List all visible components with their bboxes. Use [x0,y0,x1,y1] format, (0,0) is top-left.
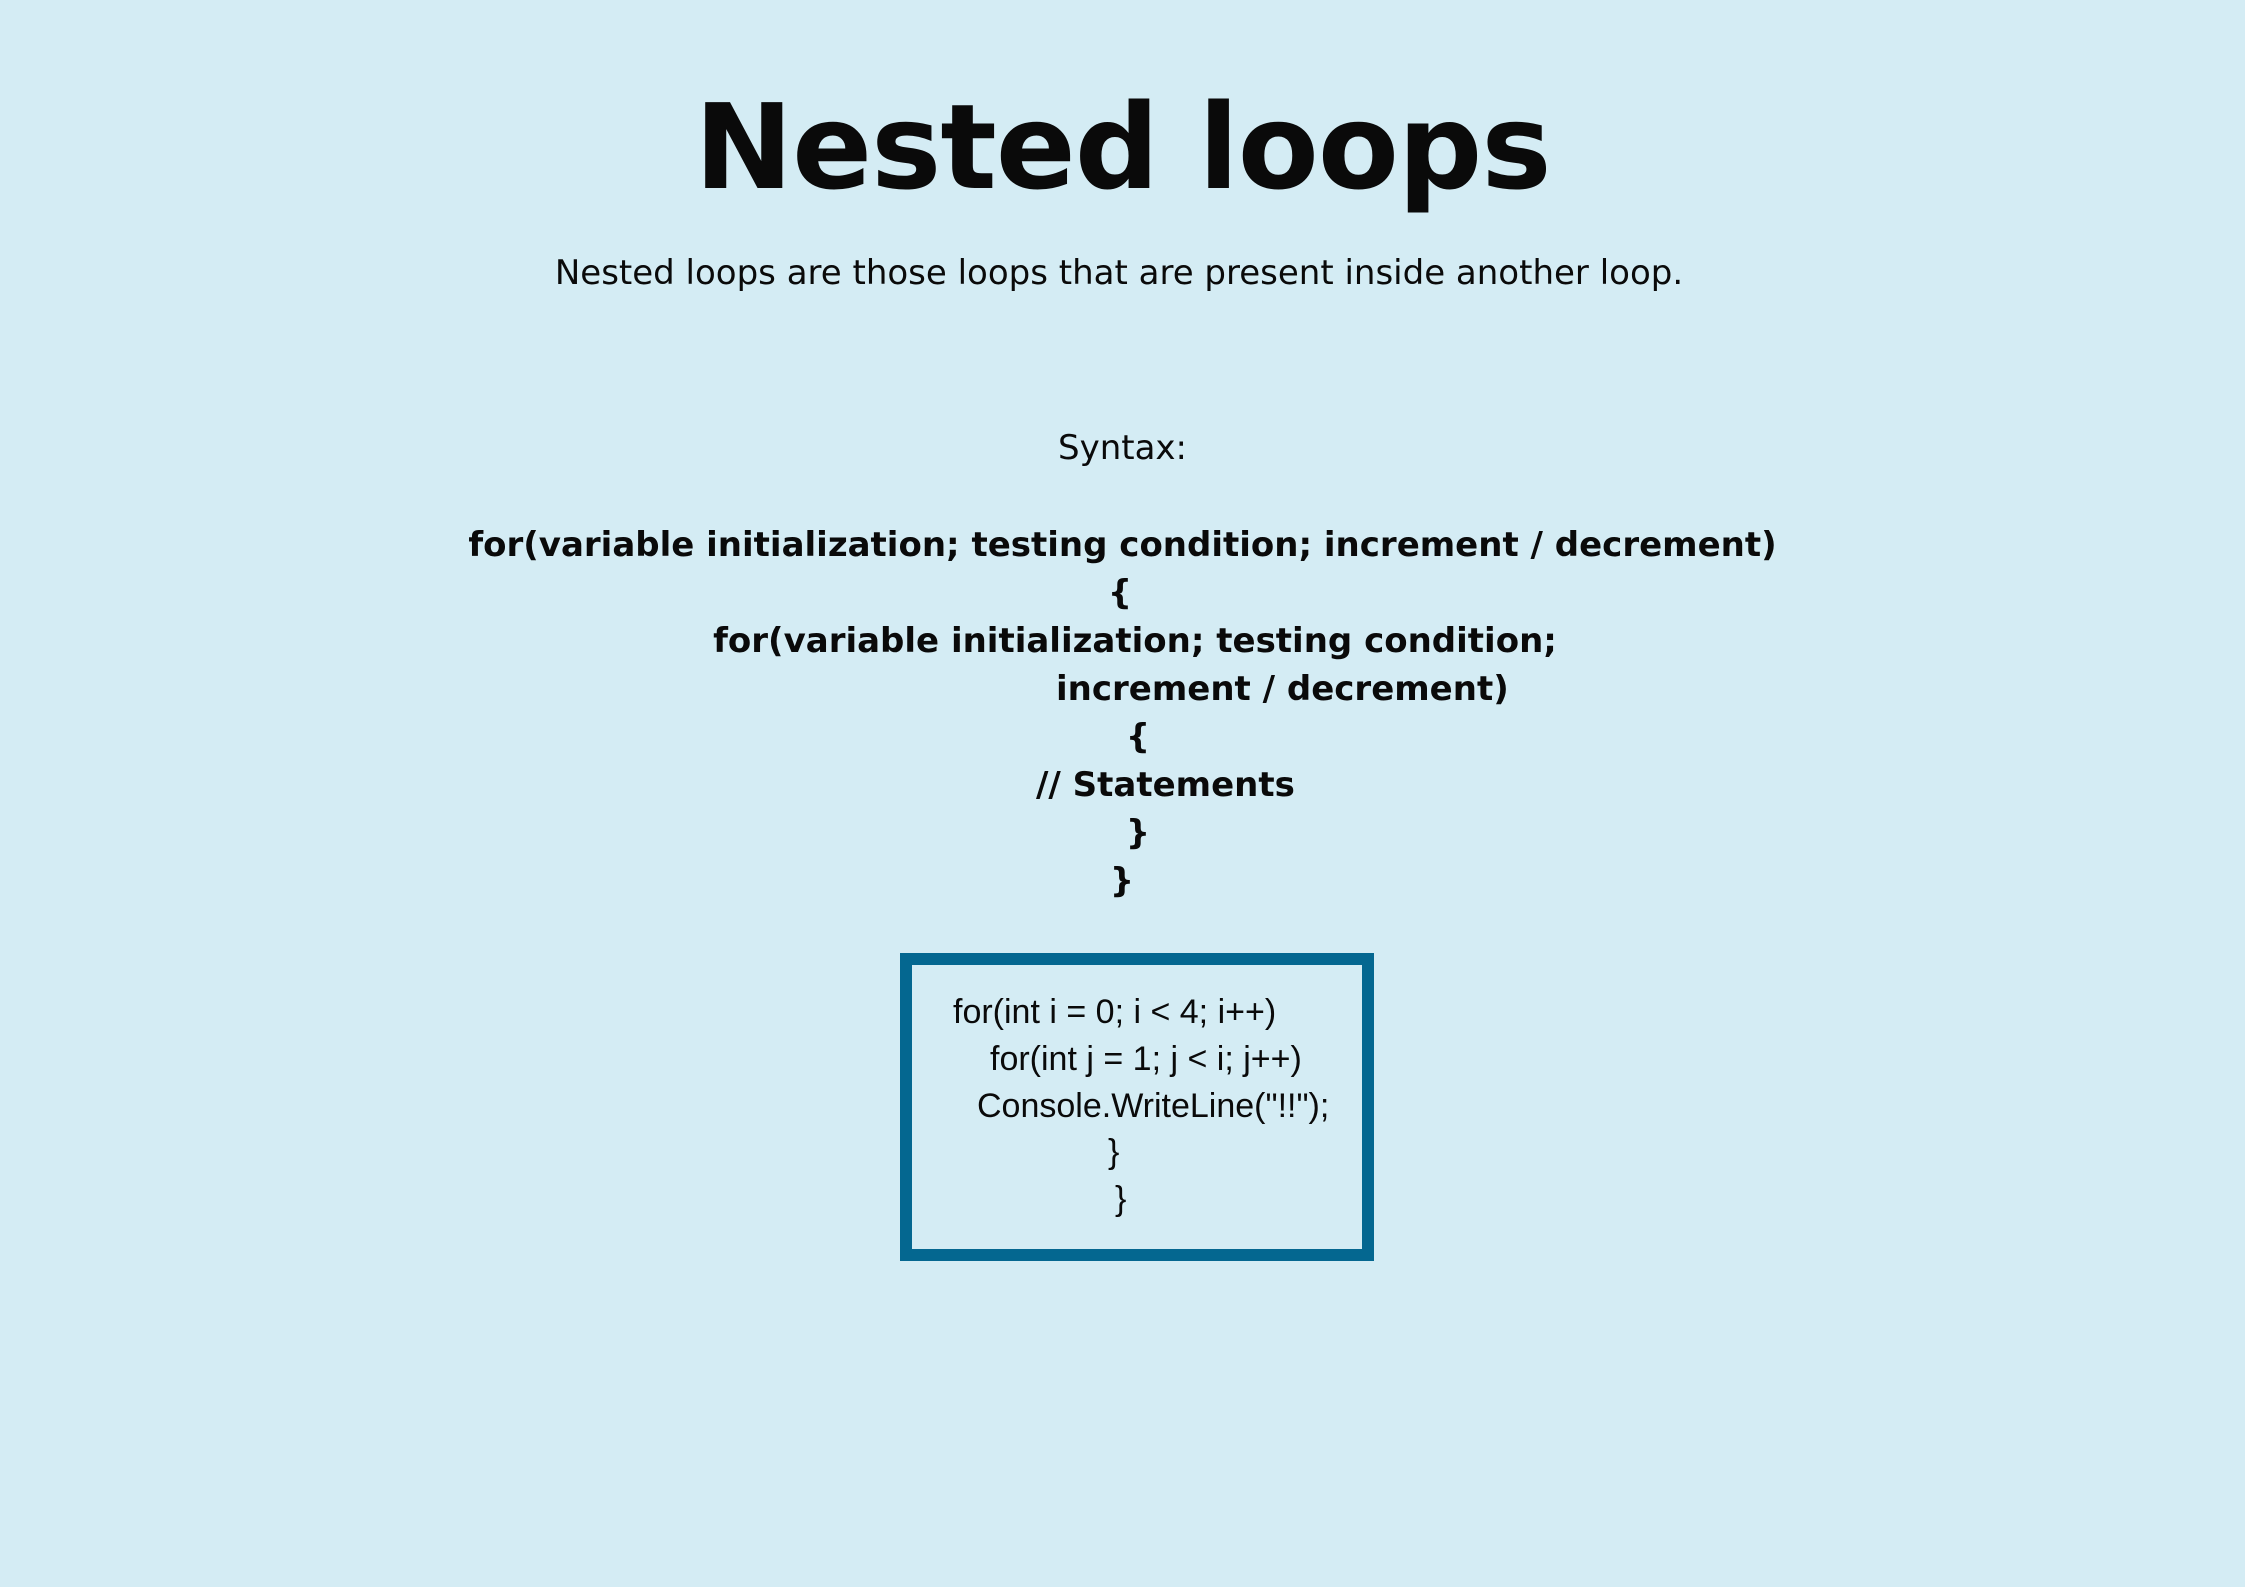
code-line-outer-close-brace: } [1115,1180,1127,1218]
syntax-line-outer-open-brace: { [1107,573,1133,613]
syntax-line-statements: // Statements [1036,765,1295,805]
page-title: Nested loops [694,78,1551,216]
syntax-line-inner-close-brace: } [1125,813,1151,853]
syntax-label: Syntax: [1058,428,1187,468]
code-line-inner-loop: for(int j = 1; j < i; j++) [990,1040,1302,1078]
code-line-outer-loop: for(int i = 0; i < 4; i++) [953,993,1277,1031]
syntax-line-inner-for-continued: increment / decrement) [1056,669,1509,709]
code-line-console-writeline: Console.WriteLine("!!"); [977,1087,1330,1125]
syntax-line-outer-for: for(variable initialization; testing con… [468,525,1777,565]
code-line-inner-close-brace: } [1108,1133,1120,1171]
syntax-line-outer-close-brace: } [1109,861,1135,901]
page-description: Nested loops are those loops that are pr… [554,253,1684,293]
code-example-box [900,953,1374,1261]
syntax-line-inner-for: for(variable initialization; testing con… [713,621,1557,661]
syntax-line-inner-open-brace: { [1125,717,1151,757]
